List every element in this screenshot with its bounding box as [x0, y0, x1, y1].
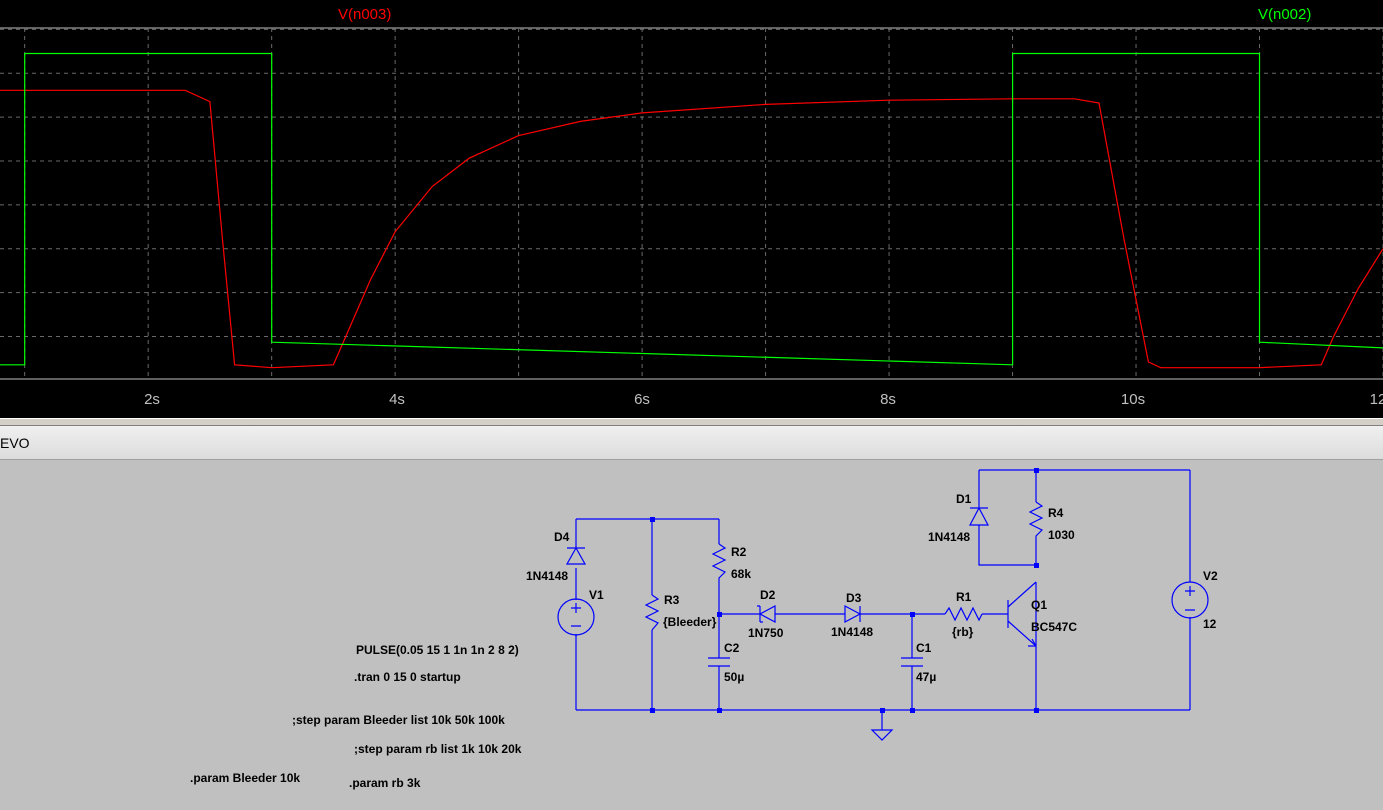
trace-v-n003-[interactable]	[0, 89, 1383, 369]
d2-value[interactable]: 1N750	[748, 626, 784, 640]
voltage-source-v2	[1171, 581, 1209, 619]
d3-ref[interactable]: D3	[846, 591, 862, 605]
r4-ref[interactable]: R4	[1048, 506, 1064, 520]
waveform-plot[interactable]	[0, 0, 1383, 418]
c1-ref[interactable]: C1	[916, 641, 932, 655]
v1-ref[interactable]: V1	[589, 588, 604, 602]
v2-ref[interactable]: V2	[1203, 569, 1218, 583]
capacitor-c2	[708, 657, 730, 667]
diode-d3	[844, 605, 862, 623]
voltage-source-v1	[557, 598, 595, 636]
r3-ref[interactable]: R3	[664, 593, 680, 607]
c1-value[interactable]: 47µ	[916, 670, 937, 684]
d4-ref[interactable]: D4	[554, 530, 570, 544]
trace-label-v-n003[interactable]: V(n003)	[338, 6, 392, 23]
resistor-r3	[644, 594, 660, 631]
x-tick-label: 12	[1369, 391, 1383, 408]
schematic-title: EVO	[0, 435, 30, 451]
r1-value[interactable]: {rb}	[952, 625, 974, 639]
directive-step-bleeder[interactable]: ;step param Bleeder list 10k 50k 100k	[292, 713, 505, 727]
schematic-title-bar[interactable]: EVO	[0, 426, 1383, 460]
d4-value[interactable]: 1N4148	[526, 569, 569, 583]
q1-ref[interactable]: Q1	[1031, 598, 1048, 612]
ground-symbol	[870, 729, 894, 741]
waveform-plot-pane[interactable]: V(n003) V(n002) 2s 4s 6s 8s 10s 12	[0, 0, 1383, 418]
directive-param-rb[interactable]: .param rb 3k	[349, 776, 421, 790]
d1-value[interactable]: 1N4148	[928, 530, 971, 544]
diode-d1	[969, 506, 989, 526]
x-tick-label: 2s	[144, 391, 160, 408]
trace-label-v-n002[interactable]: V(n002)	[1258, 6, 1312, 23]
pane-splitter[interactable]	[0, 418, 1383, 426]
directive-pulse[interactable]: PULSE(0.05 15 1 1n 1n 2 8 2)	[356, 643, 519, 657]
x-tick-label: 10s	[1120, 391, 1146, 408]
r2-value[interactable]: 68k	[731, 567, 752, 581]
resistor-r2	[711, 543, 727, 582]
zener-diode-d2	[757, 605, 776, 623]
x-tick-label: 6s	[634, 391, 650, 408]
x-tick-label: 4s	[389, 391, 405, 408]
resistor-r4	[1028, 501, 1044, 542]
x-tick-label: 8s	[880, 391, 896, 408]
junctions	[650, 468, 1039, 713]
r2-ref[interactable]: R2	[731, 545, 747, 559]
directive-param-bleeder[interactable]: .param Bleeder 10k	[190, 771, 301, 785]
r4-value[interactable]: 1030	[1048, 528, 1075, 542]
directive-step-rb[interactable]: ;step param rb list 1k 10k 20k	[354, 742, 522, 756]
d3-value[interactable]: 1N4148	[831, 625, 874, 639]
directive-tran[interactable]: .tran 0 15 0 startup	[354, 670, 461, 684]
plot-traces	[0, 52, 1383, 369]
diode-d4	[565, 546, 587, 565]
c2-ref[interactable]: C2	[724, 641, 740, 655]
r3-value[interactable]: {Bleeder}	[663, 615, 717, 629]
schematic-drawing[interactable]	[0, 460, 1383, 810]
plot-grid	[0, 27, 1383, 380]
v2-value[interactable]: 12	[1203, 617, 1217, 631]
q1-value[interactable]: BC547C	[1031, 620, 1078, 634]
schematic-canvas[interactable]: D4 1N4148 V1 R3 {Bleeder} R2 68k C2 50µ …	[0, 460, 1383, 810]
d2-ref[interactable]: D2	[760, 588, 776, 602]
transistor-q1	[1007, 581, 1037, 647]
resistor-r1	[944, 606, 983, 622]
capacitor-c1	[901, 657, 923, 667]
trace-v-n002-[interactable]	[0, 52, 1383, 366]
r1-ref[interactable]: R1	[956, 590, 972, 604]
d1-ref[interactable]: D1	[956, 492, 972, 506]
c2-value[interactable]: 50µ	[724, 670, 745, 684]
